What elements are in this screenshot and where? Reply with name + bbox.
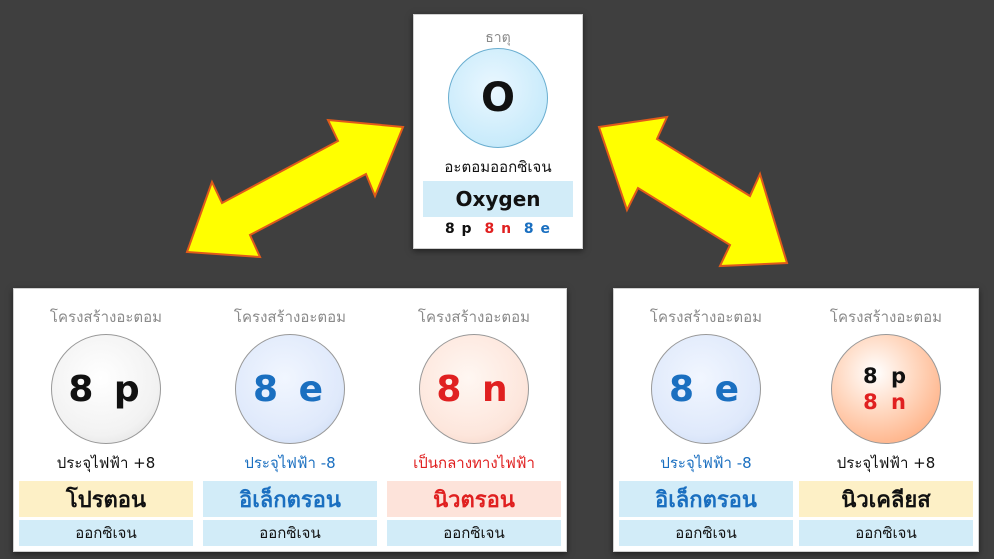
right-double-arrow: [597, 115, 789, 268]
neutron-card: โครงสร้างอะตอม 8 n เป็นกลางทางไฟฟ้า นิวต…: [382, 289, 566, 551]
card-heading: โครงสร้างอะตอม: [649, 308, 763, 326]
card-heading: โครงสร้างอะตอม: [233, 308, 347, 326]
card-heading: โครงสร้างอะตอม: [829, 308, 943, 326]
charge-label: ประจุไฟฟ้า -8: [244, 454, 336, 472]
circle-label: 8 p: [68, 368, 144, 410]
proton-card: โครงสร้างอะตอม 8 p ประจุไฟฟ้า +8 โปรตอน …: [14, 289, 198, 551]
circle-label: 8 e: [669, 368, 743, 410]
electron-card: โครงสร้างอะตอม 8 e ประจุไฟฟ้า -8 อิเล็กต…: [614, 289, 798, 551]
element-label: ออกซิเจน: [799, 520, 973, 546]
proton-circle: 8 p: [51, 334, 161, 444]
element-symbol: O: [480, 75, 515, 121]
element-label: ออกซิเจน: [19, 520, 193, 546]
element-label: ออกซิเจน: [619, 520, 793, 546]
particle-composition: 8 p 8 n 8 e: [414, 221, 582, 237]
composition-neutrons: 8 n: [484, 221, 513, 237]
element-thai-name: อะตอมออกซิเจน: [444, 158, 552, 176]
card-category: ธาตุ: [485, 30, 511, 46]
electron-circle: 8 e: [235, 334, 345, 444]
element-name: Oxygen: [423, 181, 573, 217]
charge-label: ประจุไฟฟ้า -8: [660, 454, 752, 472]
circle-label-protons: 8 p: [863, 364, 909, 388]
charge-label: ประจุไฟฟ้า +8: [56, 454, 156, 472]
element-label: ออกซิเจน: [387, 520, 561, 546]
particle-name: นิวเคลียส: [799, 481, 973, 517]
nucleus-circle: 8 p 8 n: [831, 334, 941, 444]
composition-electrons: 8 e: [523, 221, 552, 237]
particles-panel: โครงสร้างอะตอม 8 p ประจุไฟฟ้า +8 โปรตอน …: [13, 288, 567, 552]
electron-card: โครงสร้างอะตอม 8 e ประจุไฟฟ้า -8 อิเล็กต…: [198, 289, 382, 551]
electron-nucleus-panel: โครงสร้างอะตอม 8 e ประจุไฟฟ้า -8 อิเล็กต…: [613, 288, 979, 552]
circle-label: 8 e: [253, 368, 327, 410]
element-label: ออกซิเจน: [203, 520, 377, 546]
circle-label-neutrons: 8 n: [863, 390, 909, 414]
charge-label: เป็นกลางทางไฟฟ้า: [413, 454, 535, 472]
circle-label: 8 n: [436, 368, 512, 410]
particle-name: นิวตรอน: [387, 481, 561, 517]
particle-name: อิเล็กตรอน: [619, 481, 793, 517]
electron-circle: 8 e: [651, 334, 761, 444]
atom-circle: O: [448, 48, 548, 148]
charge-label: ประจุไฟฟ้า +8: [836, 454, 936, 472]
card-heading: โครงสร้างอะตอม: [417, 308, 531, 326]
composition-protons: 8 p: [444, 221, 473, 237]
nucleus-card: โครงสร้างอะตอม 8 p 8 n ประจุไฟฟ้า +8 นิว…: [794, 289, 978, 551]
particle-name: อิเล็กตรอน: [203, 481, 377, 517]
left-double-arrow: [185, 118, 405, 259]
particle-name: โปรตอน: [19, 481, 193, 517]
neutron-circle: 8 n: [419, 334, 529, 444]
card-heading: โครงสร้างอะตอม: [49, 308, 163, 326]
oxygen-element-card: ธาตุ O อะตอมออกซิเจน Oxygen 8 p 8 n 8 e: [413, 14, 583, 249]
